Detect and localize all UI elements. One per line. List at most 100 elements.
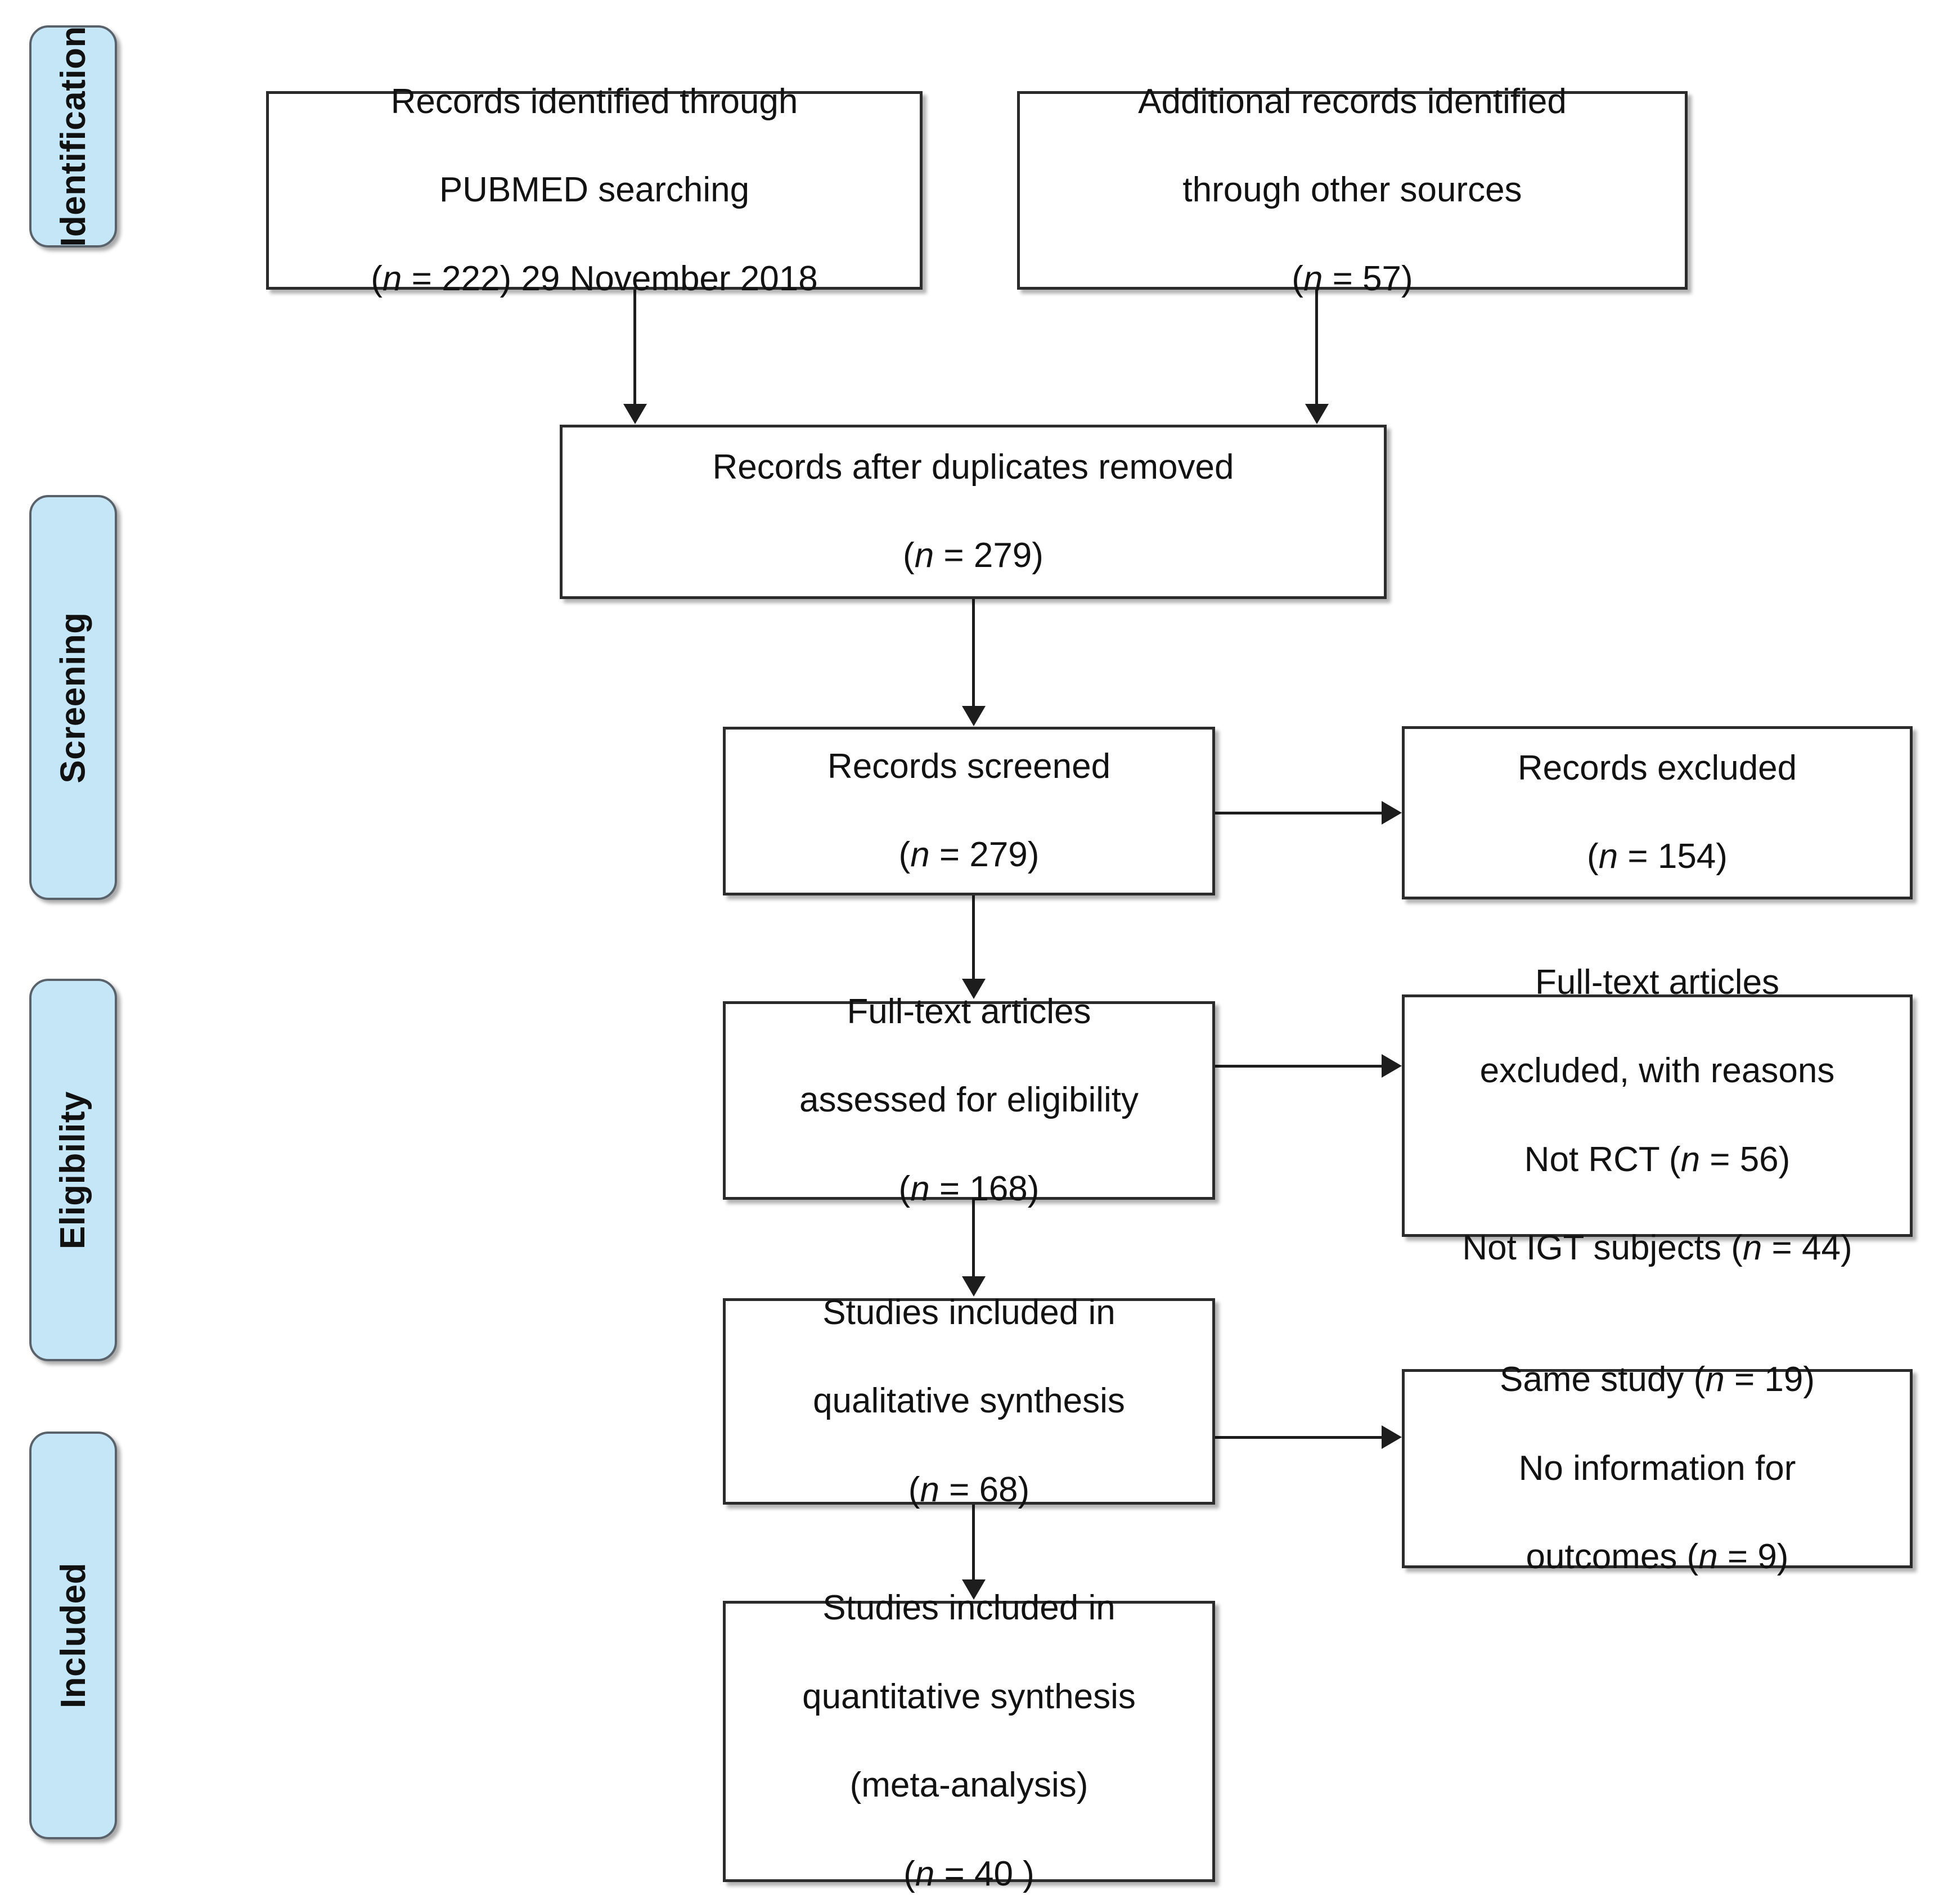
connector-pubmed-to-duplicates [633, 290, 636, 405]
quantitative-line-4: (n = 40 ) [802, 1852, 1136, 1897]
fulltext-assessed-line-2: assessed for eligibility [799, 1081, 1139, 1120]
box-quantitative-text: Studies included in quantitative synthes… [802, 1542, 1136, 1904]
qualitative-n-symbol: n [920, 1470, 939, 1509]
pubmed-n-symbol: n [382, 259, 402, 298]
quantitative-line-2: quantitative synthesis [802, 1677, 1136, 1716]
box-fulltext-assessed-text: Full-text articles assessed for eligibil… [799, 946, 1139, 1255]
quantitative-n-symbol: n [915, 1854, 935, 1893]
other-n-symbol: n [1303, 259, 1323, 298]
same-study-reason-1: Same study (n = 19) [1500, 1358, 1815, 1402]
screened-n-value: = 279) [929, 835, 1040, 875]
fulltext-assessed-line-3: (n = 168) [799, 1167, 1139, 1212]
stage-label-screening: Screening [53, 611, 93, 784]
arrow-screened-to-excluded [1382, 801, 1402, 825]
stage-label-eligibility: Eligibility [53, 1091, 93, 1249]
pubmed-paren-open: ( [371, 259, 383, 298]
pubmed-n-value: = 222) 29 November 2018 [402, 259, 818, 298]
box-records-excluded: Records excluded (n = 154) [1402, 726, 1913, 899]
other-line-1: Additional records identified [1138, 82, 1567, 121]
stage-label-included: Included [53, 1563, 93, 1708]
duplicates-n-value: = 279) [934, 536, 1044, 575]
not-rct-n-value: = 56) [1700, 1140, 1791, 1179]
box-fulltext-excluded-text: Full-text articles excluded, with reason… [1462, 916, 1852, 1315]
pubmed-line-3: (n = 222) 29 November 2018 [371, 257, 817, 301]
same-study-reason-2: outcomes (n = 9) [1500, 1535, 1815, 1579]
arrow-fulltext-to-qualitative [962, 1276, 986, 1297]
connector-qualitative-to-quantitative [972, 1505, 975, 1581]
fulltext-assessed-line-1: Full-text articles [847, 992, 1091, 1031]
box-full-text-articles-assessed: Full-text articles assessed for eligibil… [723, 992, 1215, 1208]
arrow-duplicates-to-screened [962, 706, 986, 726]
arrow-screened-to-fulltext [962, 979, 986, 999]
box-records-after-duplicates-removed: Records after duplicates removed (n = 27… [560, 425, 1387, 599]
connector-duplicates-to-screened [972, 599, 975, 707]
arrow-qualitative-to-quantitative [962, 1579, 986, 1600]
box-additional-records-other-sources: Additional records identified through ot… [1017, 82, 1688, 298]
pubmed-line-1: Records identified through [390, 82, 798, 121]
not-igt-n-symbol: n [1742, 1228, 1762, 1268]
stage-pill-identification: Identification [29, 25, 117, 247]
excluded-line-2: (n = 154) [1518, 835, 1797, 879]
outcomes-label: outcomes ( [1526, 1537, 1699, 1577]
connector-fulltext-to-excluded [1215, 1065, 1384, 1068]
screened-line-1: Records screened [827, 746, 1111, 786]
box-studies-included-quantitative: Studies included in quantitative synthes… [723, 1588, 1215, 1893]
connector-qualitative-to-samestudy [1215, 1436, 1384, 1439]
fulltext-assessed-n-value: = 168) [929, 1169, 1040, 1208]
same-study-n-symbol: n [1705, 1360, 1725, 1399]
arrow-qualitative-to-samestudy [1382, 1425, 1402, 1449]
box-records-screened-text: Records screened (n = 279) [827, 700, 1110, 922]
connector-screened-to-excluded [1215, 812, 1384, 814]
excluded-n-value: = 154) [1618, 837, 1728, 876]
not-igt-n-value: = 44) [1762, 1228, 1852, 1268]
box-records-identified-pubmed: Records identified through PUBMED search… [266, 82, 923, 298]
excluded-line-1: Records excluded [1517, 748, 1797, 787]
connector-screened-to-fulltext [972, 895, 975, 980]
box-studies-included-qualitative: Studies included in qualitative synthesi… [723, 1293, 1215, 1509]
box-records-identified-pubmed-text: Records identified through PUBMED search… [371, 35, 817, 345]
duplicates-line-1: Records after duplicates removed [712, 447, 1234, 487]
other-line-2: through other sources [1182, 170, 1522, 210]
fulltext-assessed-n-symbol: n [910, 1169, 930, 1208]
connector-other-to-duplicates [1315, 290, 1318, 405]
duplicates-paren-open: ( [903, 536, 915, 575]
outcomes-n-symbol: n [1698, 1537, 1718, 1577]
box-additional-records-text: Additional records identified through ot… [1138, 35, 1567, 345]
quantitative-line-3: (meta-analysis) [849, 1766, 1089, 1805]
not-rct-n-symbol: n [1680, 1140, 1701, 1179]
screened-line-2: (n = 279) [827, 833, 1110, 877]
box-duplicates-text: Records after duplicates removed (n = 27… [712, 401, 1234, 623]
box-same-study-no-information: Same study (n = 19) No information for o… [1402, 1360, 1913, 1576]
arrow-other-to-duplicates [1305, 404, 1329, 424]
box-qualitative-text: Studies included in qualitative synthesi… [813, 1246, 1125, 1556]
quantitative-line-1: Studies included in [822, 1588, 1116, 1628]
same-study-line-2: No information for [1518, 1448, 1796, 1488]
stage-label-identification: Identification [53, 26, 93, 247]
not-igt-label: Not IGT subjects ( [1462, 1228, 1743, 1268]
fulltext-excluded-line-2: excluded, with reasons [1479, 1051, 1835, 1091]
box-records-excluded-text: Records excluded (n = 154) [1518, 702, 1797, 924]
other-line-3: (n = 57) [1138, 257, 1567, 301]
outcomes-n-value: = 9) [1717, 1537, 1789, 1577]
same-study-n-value: = 19) [1724, 1360, 1815, 1399]
same-study-label: Same study ( [1499, 1360, 1706, 1399]
not-rct-label: Not RCT ( [1524, 1140, 1681, 1179]
duplicates-n-symbol: n [914, 536, 934, 575]
box-same-study-text: Same study (n = 19) No information for o… [1500, 1313, 1815, 1623]
fulltext-assessed-paren-open: ( [898, 1169, 911, 1208]
pubmed-line-2: PUBMED searching [439, 170, 750, 210]
qualitative-paren-open: ( [908, 1470, 920, 1509]
fulltext-excluded-reason-1: Not RCT (n = 56) [1462, 1138, 1852, 1182]
fulltext-excluded-reason-2: Not IGT subjects (n = 44) [1462, 1226, 1852, 1271]
other-paren-open: ( [1292, 259, 1303, 298]
excluded-n-symbol: n [1598, 837, 1618, 876]
qualitative-line-2: qualitative synthesis [813, 1381, 1125, 1421]
arrow-fulltext-to-excluded [1382, 1054, 1402, 1078]
box-full-text-articles-excluded: Full-text articles excluded, with reason… [1402, 963, 1913, 1267]
stage-pill-included: Included [29, 1432, 117, 1839]
qualitative-line-1: Studies included in [822, 1293, 1116, 1332]
quantitative-n-value: = 40 ) [934, 1854, 1035, 1893]
quantitative-paren-open: ( [903, 1854, 915, 1893]
stage-pill-eligibility: Eligibility [29, 979, 117, 1361]
